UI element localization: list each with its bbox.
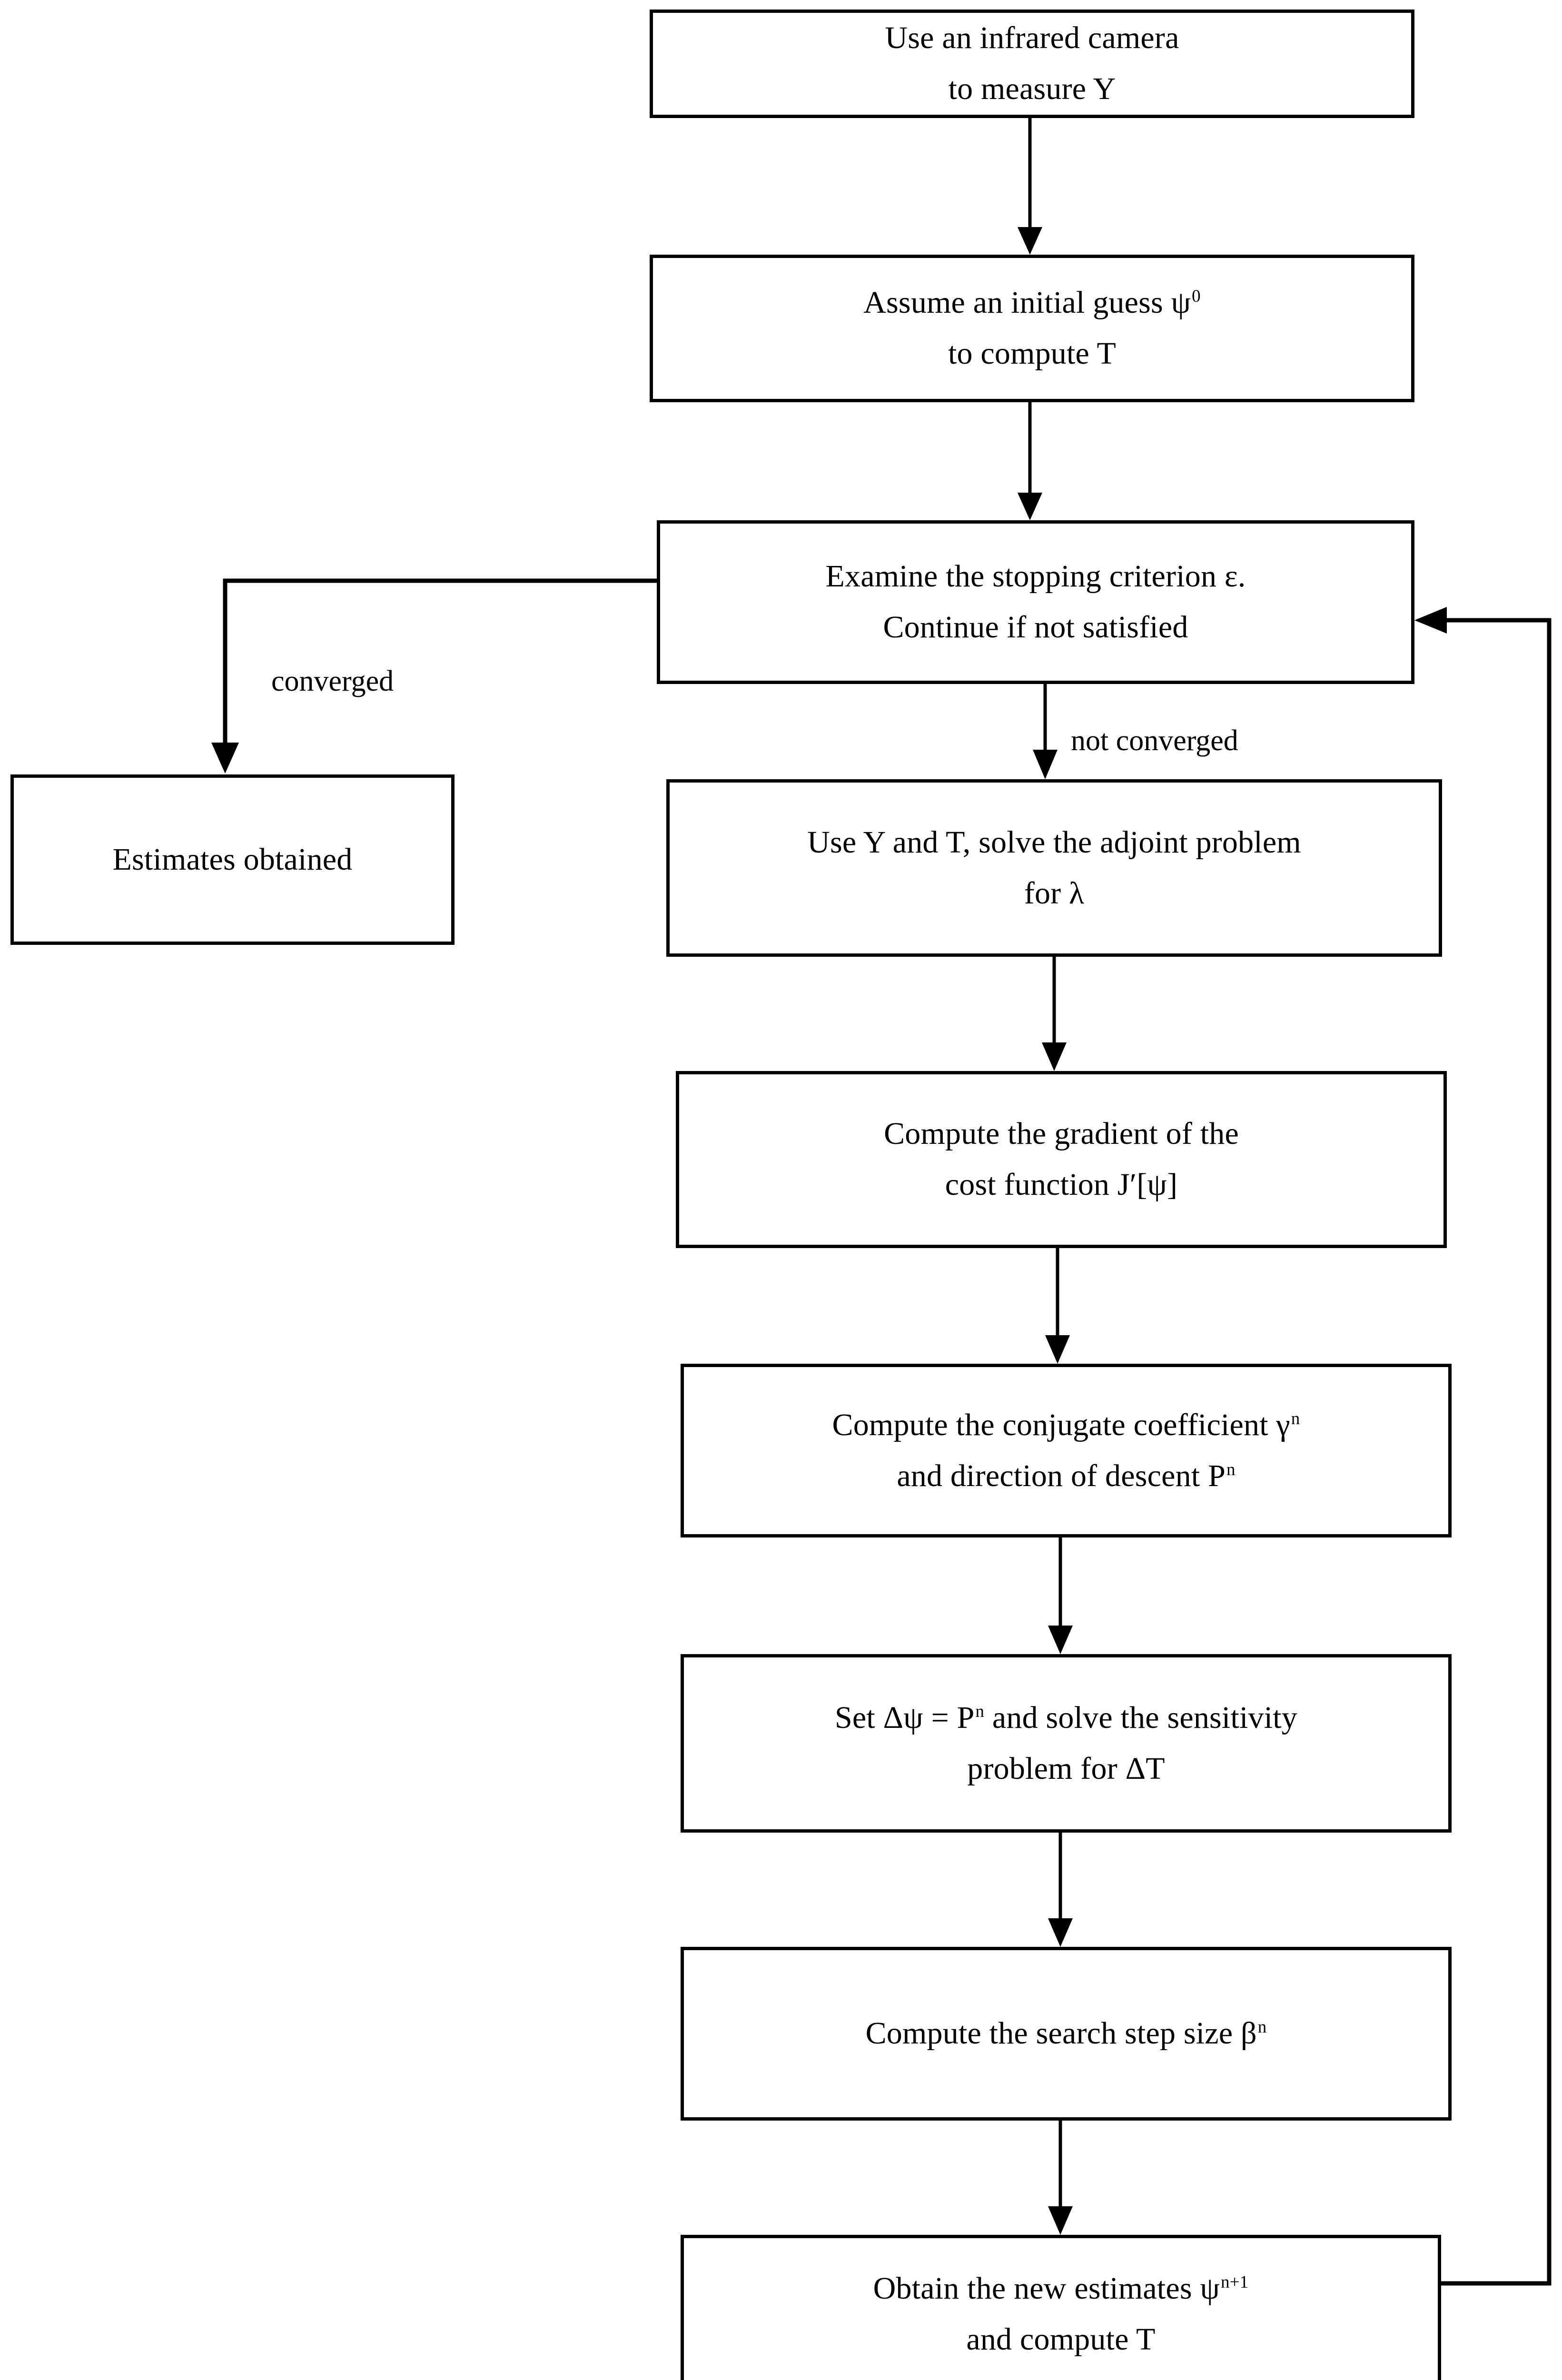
- superscript-n-plus-1: n+1: [1220, 2271, 1249, 2291]
- arrow-step-size-to-new-estimates: [1048, 2121, 1073, 2235]
- stopping-criterion-box[interactable]: Examine the stopping criterion ε. Contin…: [657, 520, 1414, 684]
- initial-guess-line-1: Assume an initial guess ψ0: [863, 285, 1201, 320]
- search-step-size-box[interactable]: Compute the search step size βn: [681, 1947, 1452, 2121]
- arrow-not-converged-branch: [1033, 684, 1058, 779]
- conjugate-coefficient-box[interactable]: Compute the conjugate coefficient γn and…: [681, 1364, 1452, 1537]
- step-size-line-1: Compute the search step size βn: [865, 2016, 1267, 2051]
- sensitivity-line-1: Set Δψ = Pn and solve the sensitivity: [834, 1700, 1297, 1735]
- arrow-adjoint-to-gradient: [1042, 957, 1067, 1071]
- arrow-measure-to-initial-guess: [1018, 118, 1042, 255]
- measure-box-line-1: Use an infrared camera: [885, 20, 1179, 56]
- not-converged-label: not converged: [1071, 724, 1238, 757]
- estimates-obtained-line-1: Estimates obtained: [112, 842, 353, 877]
- conjugate-line-2: and direction of descent Pn: [897, 1458, 1236, 1493]
- arrow-initial-guess-to-criterion: [1018, 402, 1042, 520]
- measure-box[interactable]: Use an infrared camera to measure Y: [650, 10, 1414, 118]
- sensitivity-line-2: problem for ΔT: [967, 1751, 1165, 1786]
- gradient-line-1: Compute the gradient of the: [884, 1116, 1239, 1151]
- sensitivity-problem-box[interactable]: Set Δψ = Pn and solve the sensitivity pr…: [681, 1654, 1452, 1833]
- initial-guess-line-2: to compute T: [948, 336, 1117, 371]
- criterion-line-2: Continue if not satisfied: [883, 610, 1188, 645]
- new-estimates-box[interactable]: Obtain the new estimates ψn+1 and comput…: [681, 2235, 1441, 2380]
- conjugate-line-1: Compute the conjugate coefficient γn: [832, 1407, 1300, 1442]
- adjoint-problem-box[interactable]: Use Y and T, solve the adjoint problem f…: [666, 779, 1442, 957]
- arrow-sensitivity-to-step-size: [1048, 1833, 1073, 1947]
- superscript-n-beta: n: [1257, 2017, 1267, 2037]
- estimates-obtained-box[interactable]: Estimates obtained: [10, 774, 455, 945]
- superscript-n-p: n: [1226, 1459, 1236, 1479]
- superscript-n-pn: n: [975, 1701, 985, 1721]
- superscript-zero: 0: [1192, 286, 1201, 306]
- converged-label: converged: [271, 665, 394, 697]
- adjoint-line-1: Use Y and T, solve the adjoint problem: [807, 824, 1301, 860]
- arrow-conjugate-to-sensitivity: [1048, 1537, 1073, 1654]
- gradient-line-2: cost function J′[ψ]: [945, 1167, 1178, 1202]
- adjoint-line-2: for λ: [1024, 875, 1085, 911]
- new-estimates-line-1: Obtain the new estimates ψn+1: [873, 2271, 1249, 2306]
- arrow-gradient-to-conjugate: [1045, 1248, 1070, 1364]
- measure-box-line-2: to measure Y: [948, 71, 1116, 106]
- new-estimates-line-2: and compute T: [966, 2321, 1156, 2357]
- criterion-line-1: Examine the stopping criterion ε.: [825, 559, 1246, 594]
- initial-guess-box[interactable]: Assume an initial guess ψ0 to compute T: [650, 255, 1414, 402]
- superscript-n-gamma: n: [1291, 1408, 1300, 1428]
- gradient-box[interactable]: Compute the gradient of the cost functio…: [676, 1071, 1447, 1248]
